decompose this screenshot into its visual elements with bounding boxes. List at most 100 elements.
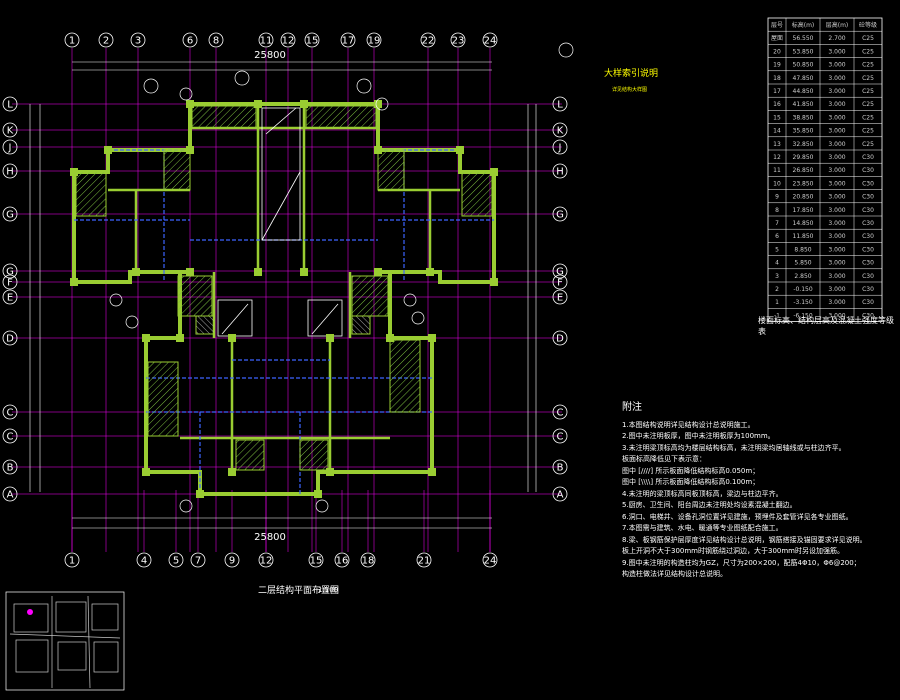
column-marker [254,268,262,276]
axis-label-side: J [558,143,562,154]
axis-bubble-side: F [552,274,568,290]
axis-bubble-side: G [2,263,18,279]
table-cell: C30 [862,207,874,214]
axis-label-top: 15 [306,36,319,47]
overall-dimension-bottom: 25800 [254,532,286,543]
table-cell: 8.850 [794,246,811,253]
axis-bubble-bottom: 18 [360,552,376,568]
axis-label-top: 8 [213,36,219,47]
axis-grid [12,48,562,552]
axis-label-bottom: 4 [141,556,147,567]
table-cell: 3.000 [828,154,845,161]
axis-bubble-bottom: 15 [308,552,324,568]
table-cell: 32.850 [793,141,814,148]
axis-label-side: B [557,463,564,474]
table-cell: -1 [774,312,780,319]
column-marker [228,468,236,476]
axis-label-bottom: 15 [310,556,323,567]
column-marker [300,268,308,276]
axis-bubble-side: D [552,330,568,346]
axis-label-bottom: 16 [336,556,349,567]
axis-bubble-side: D [2,330,18,346]
column-marker [196,490,204,498]
note-line: 构造柱做法详见结构设计总说明。 [622,570,727,578]
column-marker [490,168,498,176]
axis-bubble-side: C [2,428,18,444]
plan-scale: 1:100 [318,586,339,594]
table-cell: 标高(m) [792,21,815,29]
axis-label-side: F [7,278,13,289]
note-line: 7.本图需与建筑、水电、暖通等专业图纸配合施工。 [622,524,783,532]
axis-bubble-side: G [2,206,18,222]
key-plan [5,591,125,691]
table-cell: 6 [775,233,779,240]
axis-bubble-side: J [2,139,18,155]
table-cell: -6.150 [793,312,813,319]
table-cell: 47.850 [793,75,814,82]
table-cell: 17 [773,88,781,95]
column-marker [428,334,436,342]
table-cell: C25 [862,141,874,148]
column-marker [228,334,236,342]
axis-label-bottom: 1 [69,556,75,567]
table-cell: 5 [775,246,779,253]
table-cell: C25 [862,128,874,135]
table-cell: C30 [862,312,874,319]
axis-bubble-top: 17 [340,32,356,48]
table-cell: 3.000 [828,260,845,267]
axis-bubble-top: 15 [304,32,320,48]
note-line: 3.未注明梁顶标高均为楼层结构标高，未注明梁均居轴线或与柱边齐平。 [622,443,846,452]
axis-bubble-bottom: 21 [416,552,432,568]
axis-bubble-top: 24 [482,32,498,48]
table-cell: 17.850 [793,207,814,214]
table-cell: C25 [862,114,874,121]
axis-label-side: H [6,167,14,178]
axis-bubble-top: 11 [258,32,274,48]
table-cell: 56.550 [793,35,814,42]
column-marker [456,146,464,154]
table-cell: 8 [775,207,779,214]
axis-bubble-side: C [552,428,568,444]
axis-label-side: E [557,293,563,304]
axis-label-side: C [557,408,564,419]
table-cell: -3.150 [793,299,813,306]
axis-bubble-bottom: 24 [482,552,498,568]
axis-label-side: C [7,408,14,419]
table-cell: 9 [775,194,779,201]
axis-bubble-side: L [552,96,568,112]
table-cell: 层号 [771,22,783,29]
axis-bubble-side: K [2,122,18,138]
table-cell: 3.000 [828,312,845,319]
axis-bubble-side: G [552,263,568,279]
axis-bubble-top: 8 [208,32,224,48]
axis-label-top: 17 [342,36,355,47]
axis-bubble-side: F [2,274,18,290]
axis-label-bottom: 21 [418,556,431,567]
table-cell: 38.850 [793,114,814,121]
table-cell: 1 [775,299,779,306]
table-cell: 20 [773,48,781,55]
table-cell: 26.850 [793,167,814,174]
axis-bubble-bottom: 4 [136,552,152,568]
axis-bubble-bottom: 1 [64,552,80,568]
table-cell: C30 [862,246,874,253]
table-cell: C30 [862,299,874,306]
note-line: 板面标高降低见下表示意： [622,455,706,463]
axis-bubble-top: 19 [366,32,382,48]
table-cell: C25 [862,88,874,95]
table-cell: 35.850 [793,128,814,135]
lowered-slabs [75,105,493,471]
axis-label-side: D [6,334,14,345]
axis-bubble-bottom: 16 [334,552,350,568]
axis-label-top: 24 [484,36,497,47]
axis-bubble-side: C [2,404,18,420]
axis-bubble-top: 6 [182,32,198,48]
structural-columns [70,100,498,498]
axis-bubble-side: B [2,459,18,475]
axis-bubble-bottom: 7 [190,552,206,568]
axis-label-side: F [557,278,563,289]
column-marker [176,334,184,342]
column-marker [300,100,308,108]
axis-label-side: C [557,432,564,443]
